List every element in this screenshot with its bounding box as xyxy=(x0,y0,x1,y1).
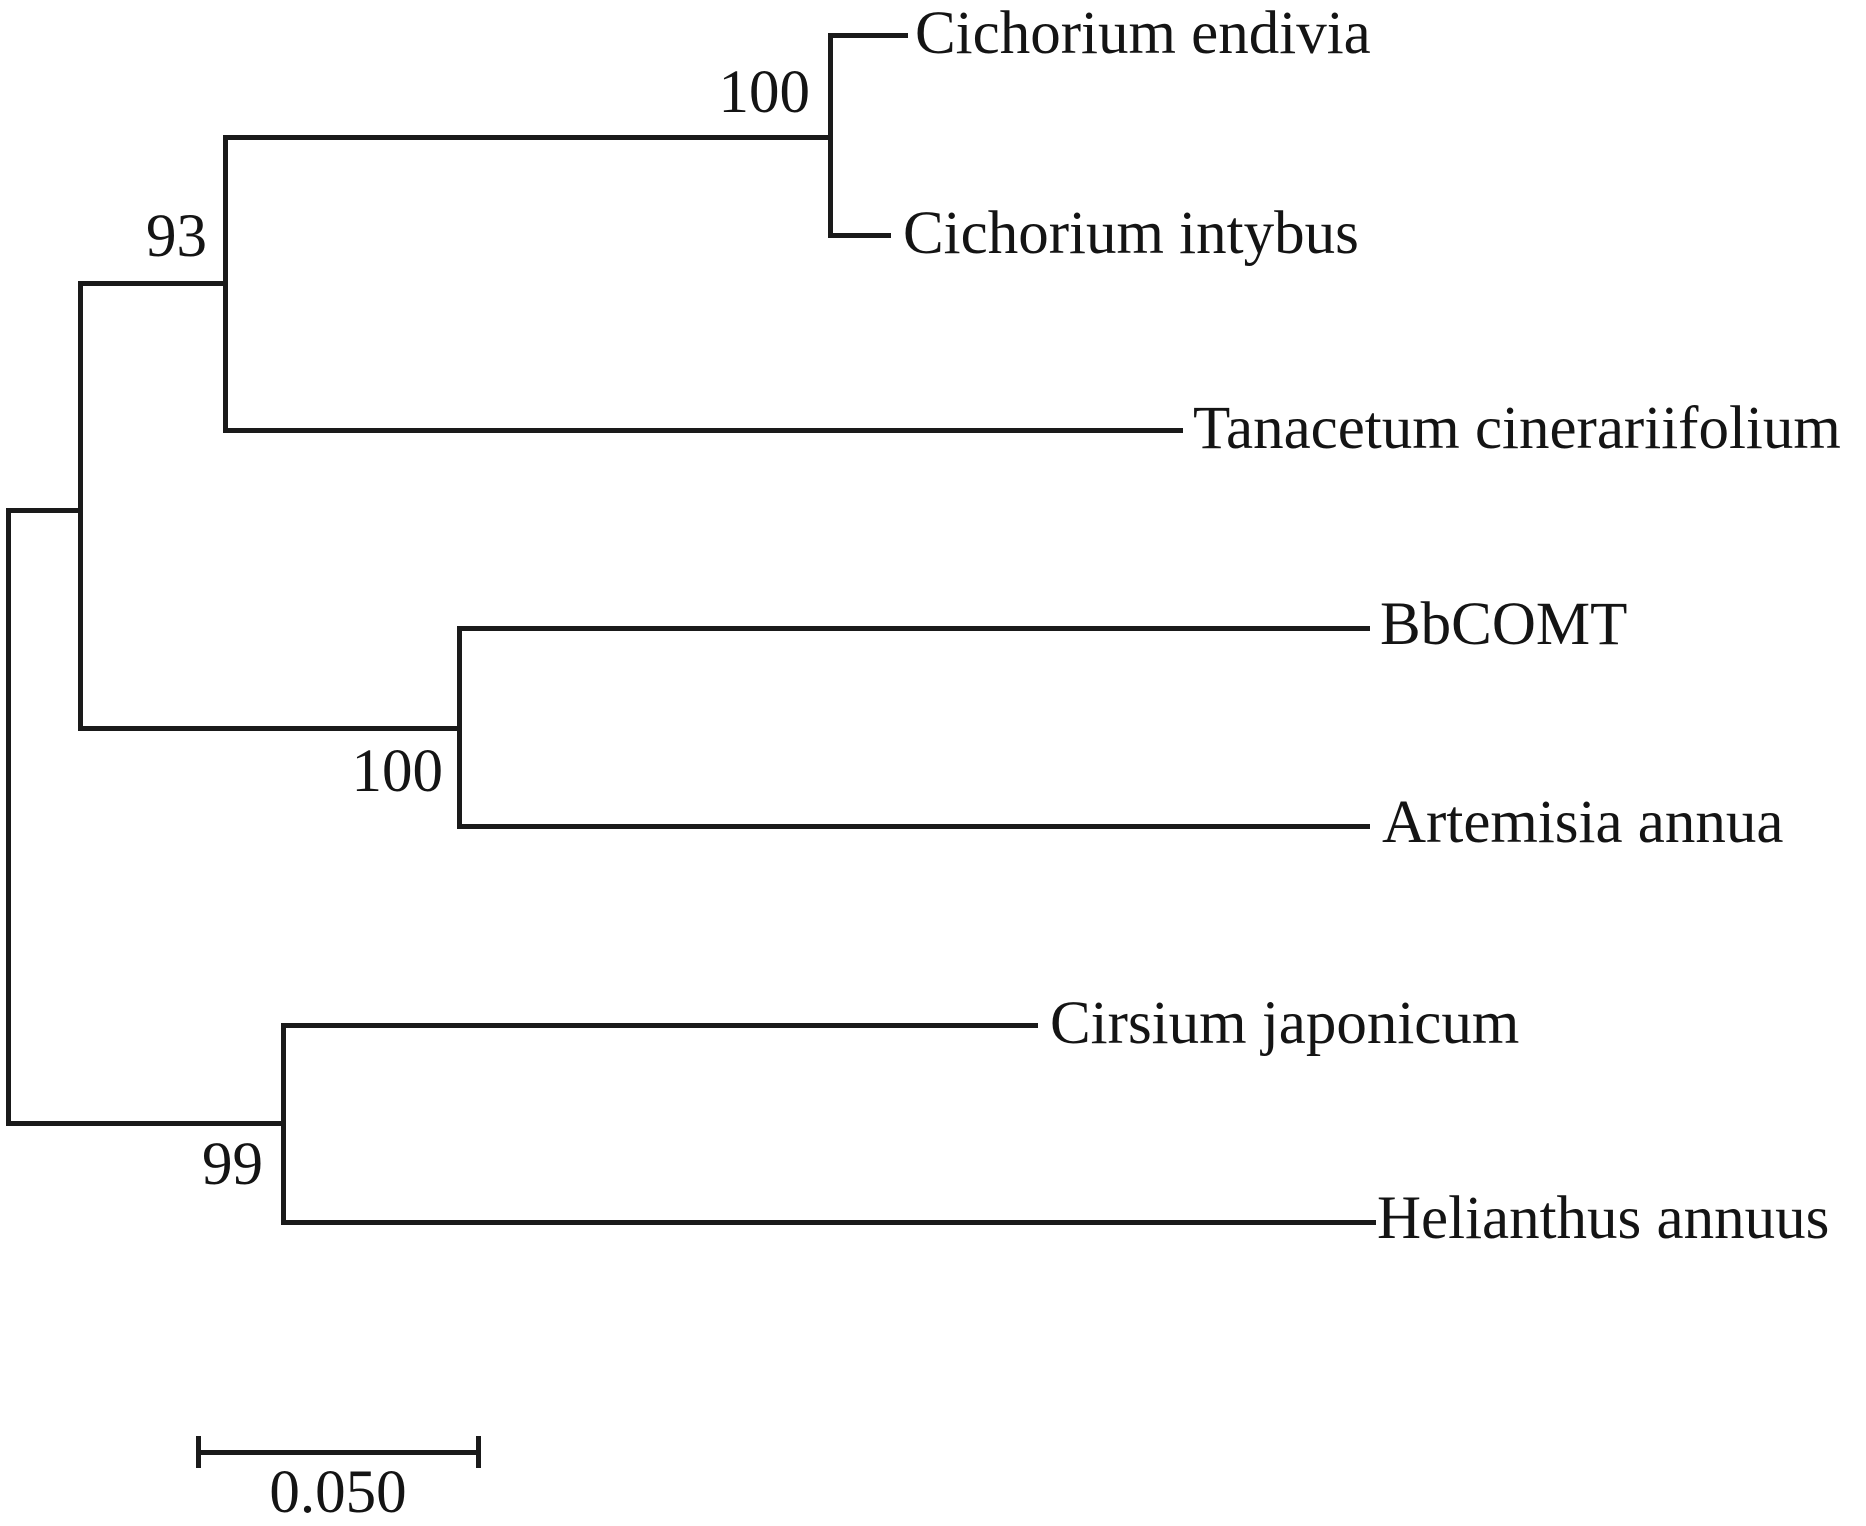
branch-root-to-upper-clade xyxy=(5,507,83,513)
node-93-clade xyxy=(222,134,228,433)
taxon-label-cichorium-intybus: Cichorium intybus xyxy=(903,200,1359,267)
branch-artemisia-annua xyxy=(456,823,1370,829)
branch-root-to-99-clade xyxy=(5,1120,286,1126)
branch-tanacetum-cinerariifolium xyxy=(222,427,1183,433)
branch-cichorium-intybus xyxy=(827,232,891,238)
scale-bar-right-tick xyxy=(475,1436,481,1468)
scale-bar-line xyxy=(195,1449,481,1455)
bootstrap-label-cichorium-tanacetum-clade: 93 xyxy=(146,203,207,270)
branch-to-93-clade xyxy=(77,280,228,286)
taxon-label-cichorium-endivia: Cichorium endivia xyxy=(915,0,1371,67)
node-root xyxy=(5,507,11,1126)
branch-cichorium-endivia xyxy=(827,32,908,38)
taxon-label-cirsium-japonicum: Cirsium japonicum xyxy=(1050,990,1520,1057)
node-bbcomt-artemisia-clade xyxy=(456,625,462,829)
branch-helianthus-annuus xyxy=(280,1219,1376,1225)
node-upper-clade xyxy=(77,280,83,731)
scale-bar-left-tick xyxy=(195,1436,201,1468)
bootstrap-label-cichorium-clade: 100 xyxy=(718,59,811,126)
branch-cirsium-japonicum xyxy=(280,1022,1038,1028)
bootstrap-label-bbcomt-artemisia-clade: 100 xyxy=(351,738,444,805)
node-cirsium-helianthus xyxy=(280,1022,286,1225)
branch-to-bbcomt-clade xyxy=(77,725,462,731)
taxon-label-artemisia-annua: Artemisia annua xyxy=(1382,789,1784,856)
branch-bbcomt xyxy=(456,625,1370,631)
taxon-label-tanacetum-cinerariifolium: Tanacetum cinerariifolium xyxy=(1193,395,1841,462)
taxon-label-bbcomt: BbCOMT xyxy=(1380,591,1628,658)
taxon-label-helianthus-annuus: Helianthus annuus xyxy=(1377,1185,1830,1252)
branch-to-cichorium-clade xyxy=(222,134,833,140)
scale-bar-label: 0.050 xyxy=(269,1459,407,1526)
node-cichorium-clade xyxy=(827,32,833,238)
bootstrap-label-cirsium-helianthus-clade: 99 xyxy=(202,1131,263,1198)
